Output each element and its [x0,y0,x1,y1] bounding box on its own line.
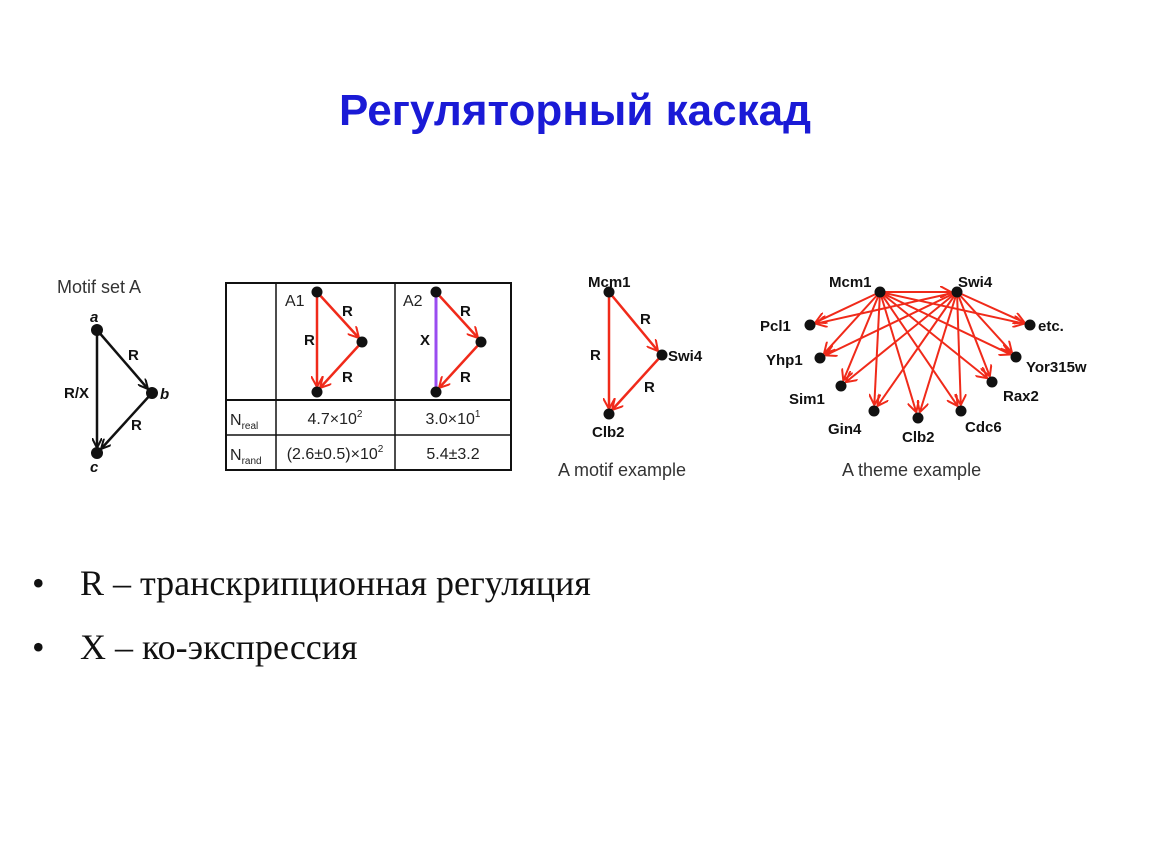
motif-set-a: Motif set A a b c R R R/X [57,277,169,476]
gene-node [951,286,963,298]
regulation-edge [957,291,961,405]
slide-title: Регуляторный каскад [338,86,812,135]
regulation-edge [874,291,881,405]
theme-example-caption: A theme example [842,460,981,480]
theme-example: Mcm1 Swi4 Pcl1 Yhp1 Sim1 Gin4 Clb2 Cdc6 … [760,274,1087,480]
a2-edge-label: R [460,303,471,320]
edge-ac-label: R/X [64,385,89,402]
regulation-edge [877,291,958,406]
regulation-edge [956,291,1025,323]
gene-node [835,380,847,392]
node-label: Swi4 [958,274,993,291]
regulation-edge [825,291,958,355]
a1-edge-label: R [342,303,353,320]
bullet-marker: • [32,563,45,603]
node-clb2-label: Clb2 [592,424,625,441]
bullet-text: X – ко-экспрессия [80,627,358,667]
regulation-edge [824,291,881,354]
bullet-item: • R – транскрипционная регуляция [32,562,591,626]
node-swi4-label: Swi4 [668,348,703,365]
gene-node [874,286,886,298]
node-c [91,447,103,459]
regulation-edge [956,291,1012,353]
edge-b-c [101,392,153,449]
node-a-label: a [90,309,98,326]
edge-a-b [96,329,148,389]
motif-example: Mcm1 Swi4 Clb2 R R R A motif example [558,274,703,480]
bullet-text: R – транскрипционная регуляция [80,563,591,603]
bullet-list: • R – транскрипционная регуляция • X – ко-… [32,562,591,690]
node-label: Pcl1 [760,318,791,335]
gene-node [955,405,967,417]
a1-label: A1 [285,293,305,310]
row-label: Nrand [230,447,262,467]
node-a [91,324,103,336]
a1-edge-label: R [342,369,353,386]
gene-node [912,412,924,424]
gene-node [814,352,826,364]
gene-node [868,405,880,417]
edge-bc-label: R [131,417,142,434]
node-label: Yhp1 [766,352,803,369]
bullet-marker: • [32,627,45,667]
a1-real-value: 4.7×102 [308,409,363,428]
motif-set-caption: Motif set A [57,277,141,297]
regulation-edge [956,291,990,376]
edge-label: R [644,379,655,396]
bullet-item: • X – ко-экспрессия [32,626,591,690]
node-c-label: c [90,459,99,476]
node-label: Sim1 [789,391,825,408]
regulation-edge [920,291,958,412]
gene-node [1010,351,1022,363]
a2-real-value: 3.0×101 [426,409,481,428]
motif-count-table: A1 R R R A2 R X R Nreal 4.7×102 3.0×101 … [225,282,512,471]
a2-rand-value: 5.4±3.2 [426,446,479,463]
node-label: Rax2 [1003,388,1039,405]
node-label: Cdc6 [965,419,1002,436]
node-b-label: b [160,386,169,403]
node-label: Yor315w [1026,359,1087,376]
node-label: Gin4 [828,421,862,438]
node-label: etc. [1038,318,1064,335]
gene-node [986,376,998,388]
node-b [146,387,158,399]
regulation-edge [816,291,958,324]
node-label: Clb2 [902,429,935,446]
motif-example-caption: A motif example [558,460,686,480]
row-label: Nreal [230,412,258,432]
regulation-edge [846,291,958,382]
regulation-edge [879,291,958,406]
a2-label: A2 [403,293,423,310]
regulation-edge [843,291,881,380]
a1-edge-label: R [304,332,315,349]
regulation-edge [879,291,1011,354]
gene-node [1024,319,1036,331]
edge-label: R [640,311,651,328]
node-mcm1-label: Mcm1 [588,274,631,291]
a1-rand-value: (2.6±0.5)×102 [287,444,384,463]
regulation-edge [879,291,987,378]
regulation-edge [879,291,916,412]
gene-node [804,319,816,331]
a2-edge-label: X [420,332,430,349]
node-label: Mcm1 [829,274,872,291]
edge-label: R [590,347,601,364]
a2-edge-label: R [460,369,471,386]
edge-ab-label: R [128,347,139,364]
